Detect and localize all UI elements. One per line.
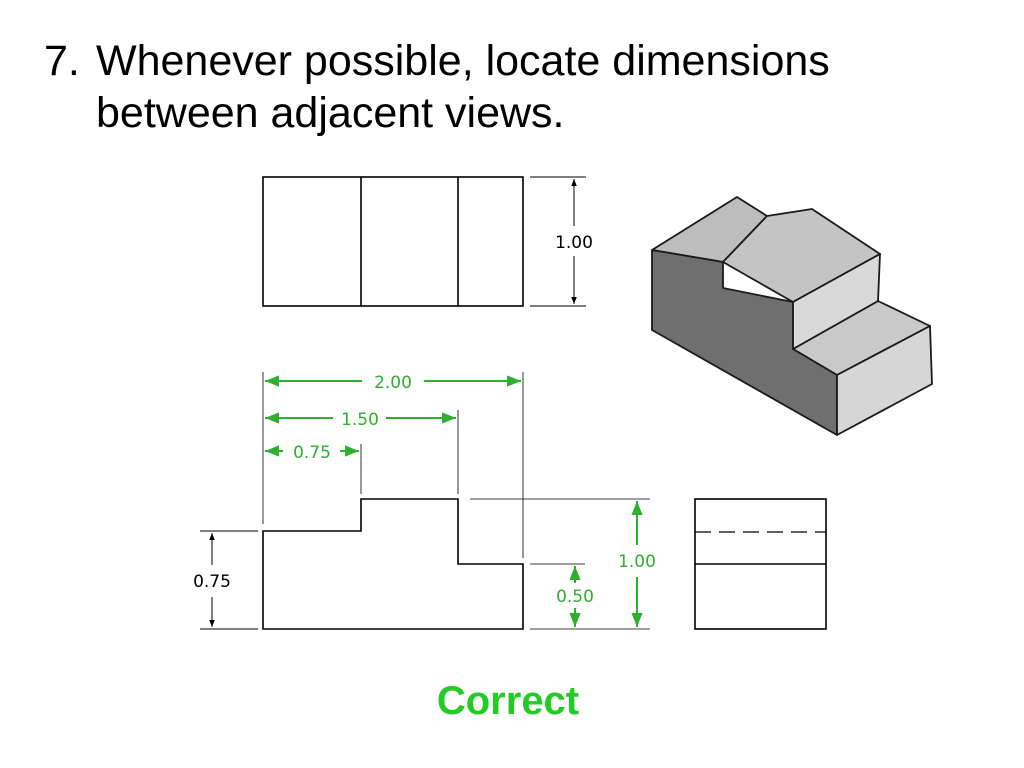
right-extension-lines xyxy=(470,498,650,630)
overall-width-label: 2.00 xyxy=(374,373,412,393)
title-line-2: between adjacent views. xyxy=(96,89,565,137)
right-total-height-label: 1.00 xyxy=(618,552,656,572)
verdict-label: Correct xyxy=(437,679,579,723)
isometric-view xyxy=(651,196,933,436)
short-width-label: 0.75 xyxy=(293,443,331,463)
front-view xyxy=(262,498,524,630)
left-height-label: 0.75 xyxy=(193,572,231,592)
front-extension-lines xyxy=(262,372,524,558)
right-step-height-label: 0.50 xyxy=(556,587,594,607)
step-width-label: 1.50 xyxy=(341,410,379,430)
title-line-1: Whenever possible, locate dimensions xyxy=(96,37,830,85)
top-height-dimension xyxy=(530,176,586,307)
left-height-dimension xyxy=(200,530,258,630)
top-view xyxy=(262,176,524,307)
slide-number: 7. xyxy=(44,37,80,85)
side-view xyxy=(694,498,827,630)
top-height-label: 1.00 xyxy=(555,233,593,253)
